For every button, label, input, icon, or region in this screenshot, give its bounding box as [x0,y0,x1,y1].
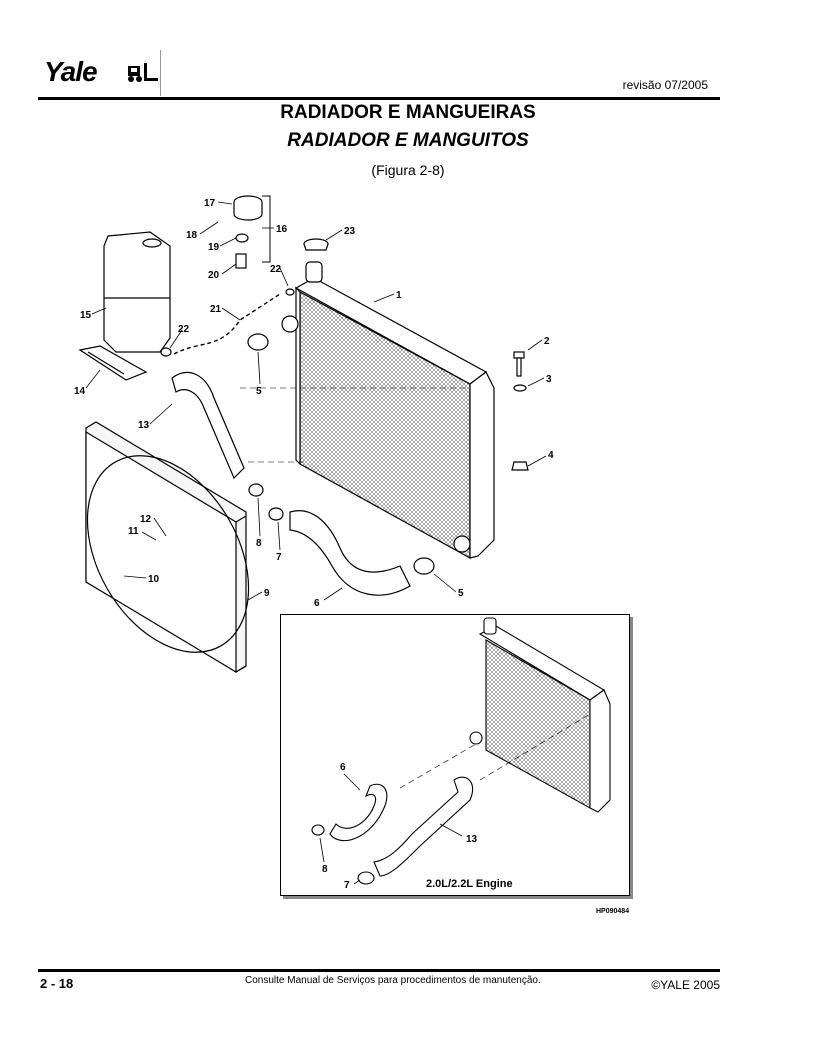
reservoir-cap [233,195,263,269]
illustration-code: HP090484 [596,908,630,915]
inset-hose-13 [373,776,474,877]
callout-7: 7 [276,552,282,563]
header-divider [160,50,161,96]
callout-1: 1 [396,290,402,301]
revision-date: revisão 07/2005 [622,78,708,92]
bracket-line [262,195,271,263]
radiator-cap [303,238,329,251]
callouts: 1 2 3 4 5 5 6 7 8 9 10 11 12 13 14 15 16… [74,198,554,609]
inset-callout-8: 8 [322,864,328,875]
radiator-fasteners [511,351,529,471]
callout-10: 10 [148,574,160,585]
brand-name: Yale [44,56,98,87]
inset-radiator [469,617,611,813]
lower-hose [289,510,411,596]
callout-18: 18 [186,230,198,241]
callout-2: 2 [544,336,550,347]
callout-9: 9 [264,588,270,599]
radiator [281,261,495,560]
inset-callouts: 6 8 7 13 [322,762,478,891]
forklift-icon [128,63,158,82]
inset-leaders [319,773,463,885]
callout-11: 11 [128,526,139,537]
callout-19: 19 [208,242,220,253]
callout-23: 23 [344,226,356,237]
engine-inset-label: 2.0L/2.2L Engine [426,878,513,890]
callout-5b: 5 [458,588,464,599]
header-rule [38,97,720,100]
upper-hose [171,371,245,480]
reservoir-bracket [78,345,148,381]
callout-4: 4 [548,450,554,461]
figure-reference: (Figura 2-8) [371,162,445,178]
callout-14: 14 [74,386,86,397]
inset-hose-6 [329,783,388,842]
callout-15: 15 [80,310,92,321]
page-subtitle: RADIADOR E MANGUITOS [287,130,529,151]
inset-callout-7: 7 [344,880,350,891]
fan-shroud [85,421,250,674]
inset-callout-6: 6 [340,762,346,773]
brand-logo: Yale [44,56,158,88]
callout-5: 5 [256,386,262,397]
callout-8: 8 [256,538,262,549]
callout-3: 3 [546,374,552,385]
page-title: RADIADOR E MANGUEIRAS [280,102,536,123]
leader-lines [85,201,547,601]
callout-22: 22 [178,324,190,335]
callout-21: 21 [210,304,222,315]
overflow-hose [173,293,281,355]
callout-16: 16 [276,224,288,235]
callout-20: 20 [208,270,220,281]
callout-17: 17 [204,198,216,209]
callout-13: 13 [138,420,150,431]
callout-6: 6 [314,598,320,609]
hose-clamps [160,288,435,575]
inset-callout-13: 13 [466,834,478,845]
coolant-reservoir [103,231,171,353]
copyright: ©YALE 2005 [651,978,720,992]
footer-note: Consulte Manual de Serviços para procedi… [245,975,541,986]
footer-rule [38,969,720,972]
inset-clamps [311,824,375,885]
callout-22b: 22 [270,264,282,275]
engine-inset-frame [280,614,630,896]
page-number: 2 - 18 [40,976,74,991]
callout-12: 12 [140,514,152,525]
